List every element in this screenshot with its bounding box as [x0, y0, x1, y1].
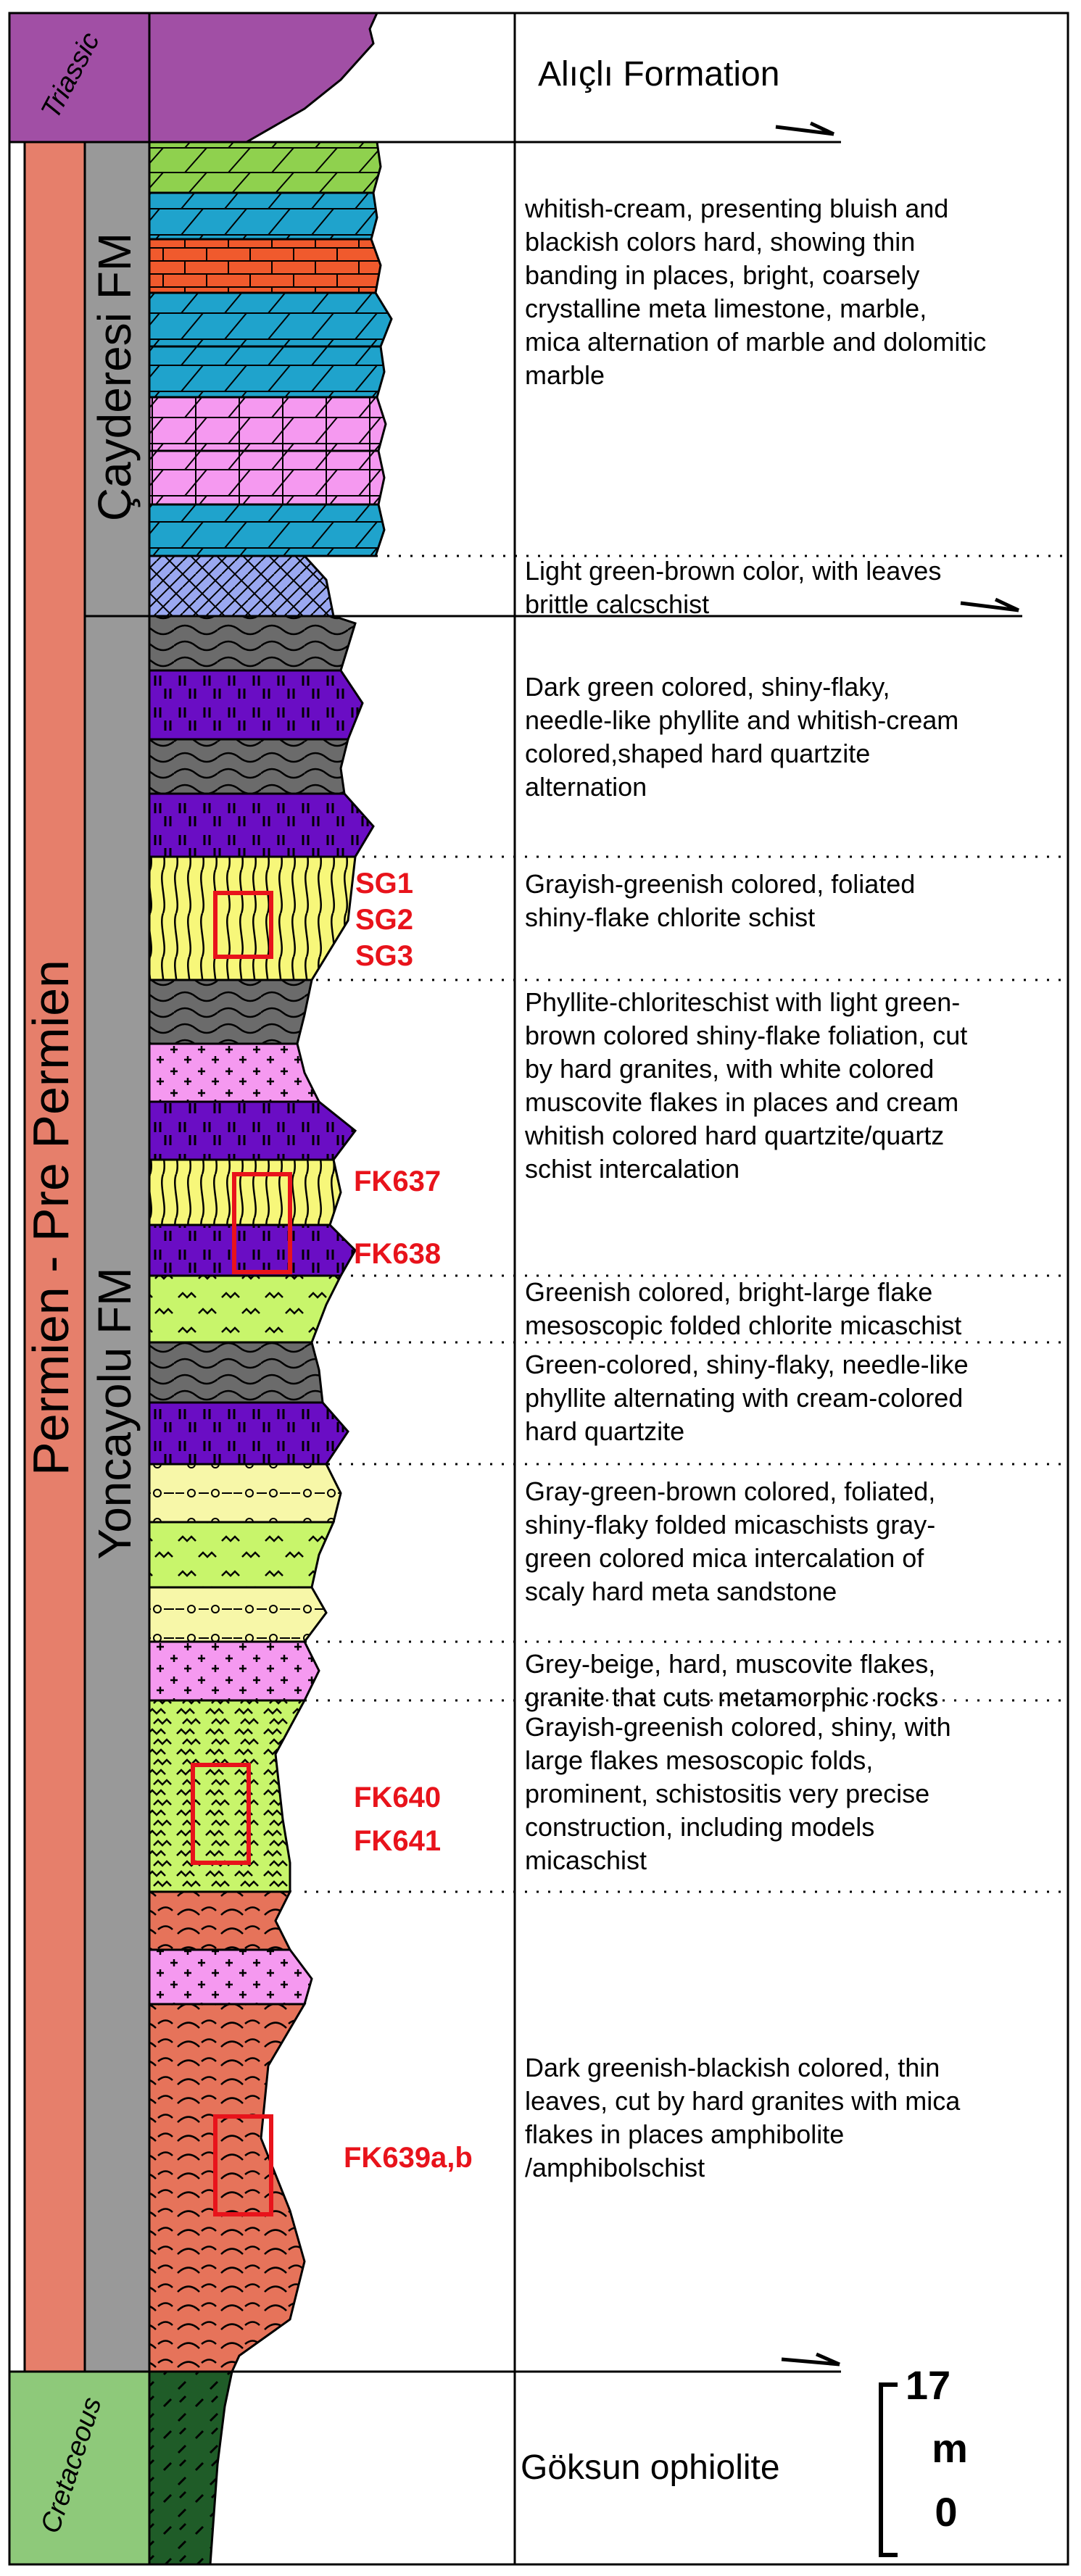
sample-sg2: SG2 — [355, 904, 413, 936]
description-line: whitish colored hard quartzite/quartz — [524, 1121, 944, 1150]
description-line: schist intercalation — [525, 1154, 740, 1184]
description-line: Greenish colored, bright-large flake — [525, 1277, 932, 1307]
fault-arrow-bottom — [782, 2354, 840, 2364]
sample-fk639ab: FK639a,b — [344, 2142, 473, 2174]
sample-fk638: FK638 — [354, 1238, 441, 1270]
description-line: Gray-green-brown colored, foliated, — [525, 1476, 935, 1506]
description-line: mesoscopic folded chlorite micaschist — [525, 1310, 961, 1340]
description-line: Grayish-greenish colored, shiny, with — [525, 1712, 951, 1742]
description-line: Light green-brown color, with leaves — [525, 556, 941, 586]
lithology-layer — [149, 1587, 326, 1642]
description-line: muscovite flakes in places and cream — [525, 1087, 958, 1117]
lithology-layer — [149, 980, 312, 1044]
fault-arrow-top — [776, 123, 834, 134]
lithology-layer — [149, 857, 355, 980]
description-line: large flakes mesoscopic folds, — [525, 1745, 873, 1775]
description-line: alternation — [525, 772, 647, 802]
fault-arrow-middle — [961, 599, 1019, 610]
sample-fk641: FK641 — [354, 1825, 441, 1857]
description-line: by hard granites, with white colored — [525, 1054, 934, 1084]
description-line: prominent, schistositis very precise — [525, 1779, 929, 1808]
description-line: hard quartzite — [525, 1416, 684, 1446]
lithology-layer — [149, 1225, 355, 1276]
lithology-layer — [149, 293, 392, 346]
lithology-layer — [149, 670, 363, 739]
scale-min: 0 — [935, 2489, 957, 2535]
description-line: green colored mica intercalation of — [525, 1543, 924, 1573]
description-line: Phyllite-chloriteschist with light green… — [525, 987, 960, 1017]
yoncayolu-fm-label: Yoncayolu FM — [88, 1267, 141, 1559]
lithology-layer — [149, 1102, 355, 1160]
lithology-layer — [149, 142, 381, 193]
lithology-layer — [149, 2004, 305, 2372]
description-line: Dark green colored, shiny-flaky, — [525, 672, 890, 702]
lithology-layer — [149, 1044, 319, 1102]
description-line: micaschist — [525, 1845, 647, 1875]
lithology-layer — [149, 397, 386, 451]
lithology-layer — [149, 13, 377, 142]
cayderesi-fm-label: Çayderesi FM — [88, 233, 141, 521]
lithology-layer — [149, 1522, 334, 1587]
description-line: needle-like phyllite and whitish-cream — [525, 705, 958, 735]
description-line: whitish-cream, presenting bluish and — [524, 194, 948, 223]
lithology-layer — [149, 1464, 341, 1522]
lithology-layer — [149, 1342, 323, 1403]
lithology-layer — [149, 794, 373, 857]
lithology-layer — [149, 1950, 312, 2004]
description-line: shiny-flake chlorite schist — [525, 902, 815, 932]
scale-unit: m — [932, 2425, 968, 2471]
lithology-layer — [149, 451, 384, 504]
description-line: mica alternation of marble and dolomitic — [525, 327, 986, 357]
sample-fk640: FK640 — [354, 1782, 441, 1813]
scale-max: 17 — [906, 2362, 950, 2408]
sample-sg3: SG3 — [355, 940, 413, 972]
description-line: banding in places, bright, coarsely — [525, 260, 919, 290]
description-line: granite that cuts metamorphic rocks — [525, 1682, 938, 1712]
description-line: Grey-beige, hard, muscovite flakes, — [525, 1649, 935, 1679]
description-line: marble — [525, 360, 605, 390]
sample-sg1: SG1 — [355, 868, 413, 899]
description-line: Grayish-greenish colored, foliated — [525, 869, 915, 899]
sample-fk637: FK637 — [354, 1166, 441, 1197]
description-line: construction, including models — [525, 1812, 874, 1842]
description-line: flakes in places amphibolite — [525, 2119, 844, 2149]
lithology-layer — [149, 616, 355, 670]
lithology-layer — [149, 2372, 232, 2564]
lithology-layer — [149, 1160, 341, 1225]
description-line: brittle calcschist — [525, 589, 709, 619]
description-line: scaly hard meta sandstone — [525, 1576, 837, 1606]
description-line: Green-colored, shiny-flaky, needle-like — [525, 1350, 969, 1379]
description-line: colored,shaped hard quartzite — [525, 739, 870, 768]
description-line: leaves, cut by hard granites with mica — [525, 2086, 961, 2116]
lithology-layer — [149, 239, 381, 293]
goksun-ophiolite-label: Göksun ophiolite — [521, 2448, 780, 2487]
description-column: whitish-cream, presenting bluish and blac… — [524, 194, 986, 2182]
lithology-layer — [149, 1642, 319, 1700]
description-line: blackish colors hard, showing thin — [525, 227, 915, 257]
description-line: Dark greenish-blackish colored, thin — [525, 2053, 940, 2082]
lithology-layer — [149, 1403, 348, 1464]
lithology-layer — [149, 346, 384, 397]
description-line: crystalline meta limestone, marble, — [525, 294, 927, 323]
lithology-layer — [149, 504, 384, 556]
lithology-layer — [149, 193, 377, 239]
scale-bar: 17 m 0 — [881, 2362, 968, 2555]
description-line: /amphibolschist — [525, 2153, 705, 2182]
alicli-formation-label: Alıçlı Formation — [538, 55, 779, 94]
description-line: brown colored shiny-flake foliation, cut — [525, 1021, 967, 1050]
description-line: shiny-flaky folded micaschists gray- — [525, 1510, 935, 1540]
sample-labels: SG1 SG2 SG3 FK637 FK638 FK640 FK641 FK63… — [344, 868, 473, 2174]
permien-label: Permien - Pre Permien — [22, 960, 79, 1476]
description-line: phyllite alternating with cream-colored — [525, 1383, 963, 1413]
lithology-layer — [149, 739, 348, 794]
lithology-layer — [149, 1892, 290, 1950]
lithology-layer — [149, 556, 334, 616]
lithology-layer — [149, 1276, 341, 1342]
